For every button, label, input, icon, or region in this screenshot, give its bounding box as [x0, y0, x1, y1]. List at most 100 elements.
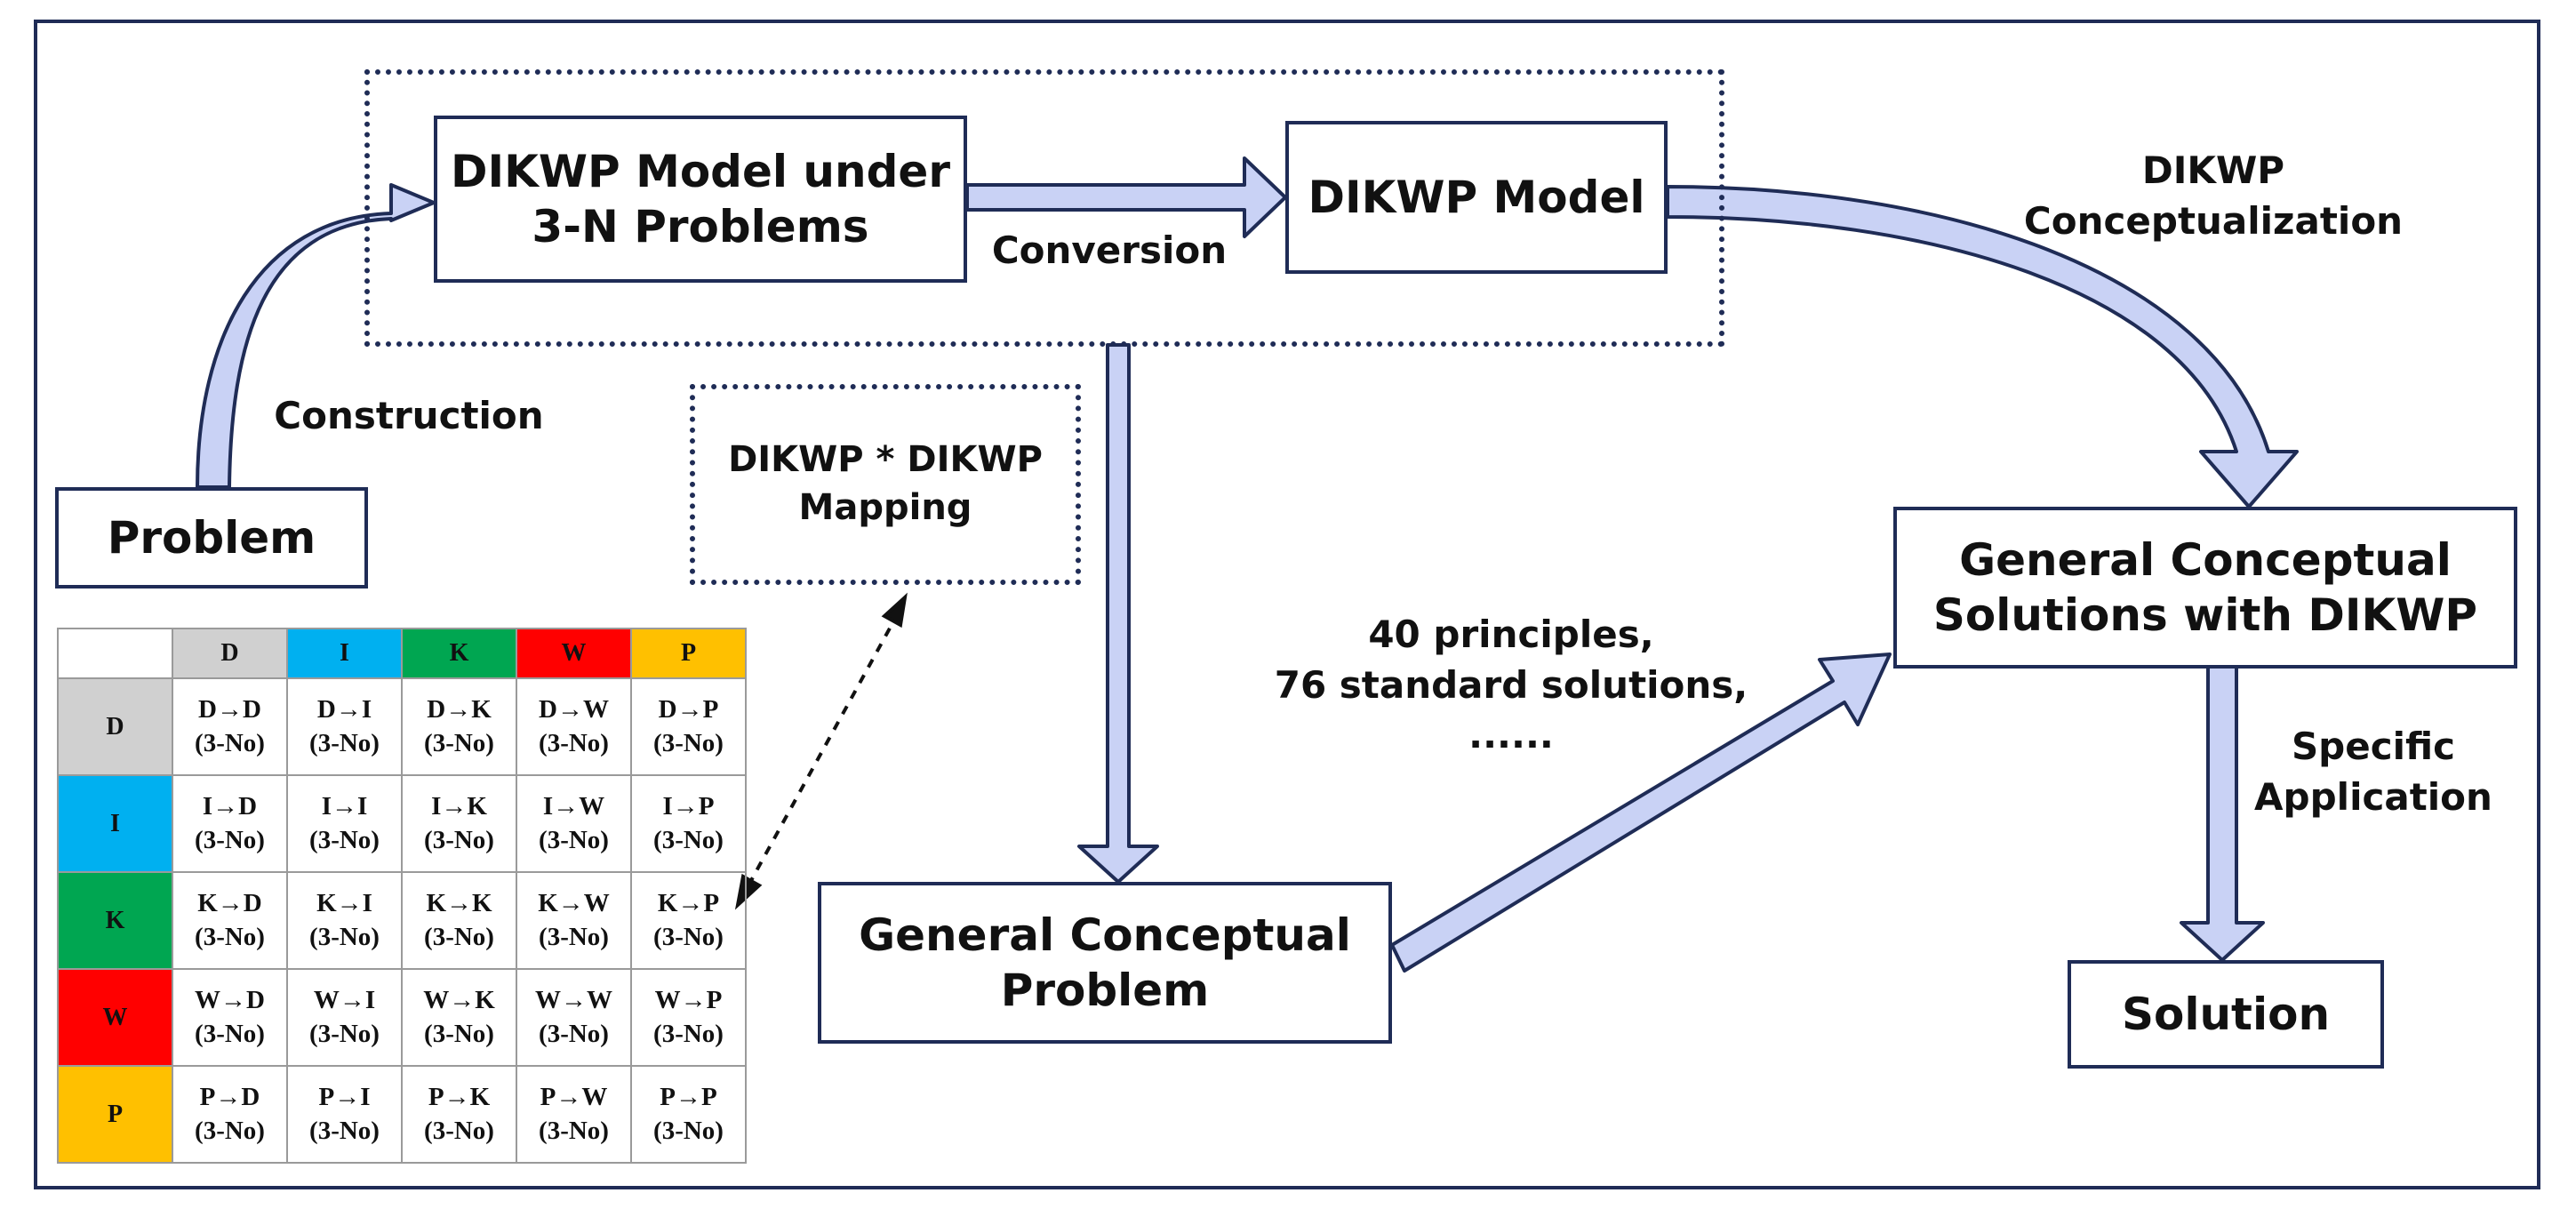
conceptualization-label: DIKWP Conceptualization [2000, 146, 2427, 246]
general-problem-line-1: General Conceptual [859, 909, 1351, 961]
matrix-cell-note: (3-No) [424, 1019, 494, 1048]
dikwp-3n-line-1: DIKWP Model under [451, 145, 950, 197]
construction-arrow [196, 183, 436, 489]
principles-label: 40 principles, 76 standard solutions, ..… [1244, 610, 1778, 761]
specific-application-line-1: Specific [2291, 725, 2456, 768]
matrix-cell: D→K(3-No) [401, 677, 517, 776]
matrix-cell-note: (3-No) [653, 825, 724, 854]
outer-frame [34, 20, 2540, 1189]
matrix-cell: I→P (3-No) [630, 774, 747, 873]
matrix-cell: W→D (3-No) [172, 968, 288, 1067]
matrix-col-header-K: K [401, 628, 517, 679]
matrix-cell-mapping: K→D [197, 889, 262, 918]
problem-box: Problem [55, 487, 368, 588]
principles-line-1: 40 principles, [1368, 613, 1654, 656]
diagonal-arrow-to-solutions [1390, 653, 1892, 973]
matrix-cell: K→P(3-No) [630, 871, 747, 970]
matrix-cell-note: (3-No) [309, 728, 380, 757]
mapping-label-line-1: DIKWP * DIKWP [728, 439, 1043, 480]
dikwp-3n-box: DIKWP Model under 3-N Problems [434, 116, 967, 283]
matrix-cell: P→K(3-No) [401, 1065, 517, 1164]
matrix-cell-note: (3-No) [539, 922, 609, 951]
matrix-cell-mapping: D→I [316, 695, 372, 725]
matrix-cell-mapping: P→W [540, 1083, 608, 1112]
matrix-cell-note: (3-No) [195, 825, 265, 854]
matrix-cell-mapping: K→K [426, 889, 492, 918]
matrix-cell-mapping: W→K [423, 986, 495, 1015]
matrix-cell-note: (3-No) [424, 728, 494, 757]
general-problem-box: General Conceptual Problem [818, 882, 1392, 1044]
matrix-cell-mapping: K→I [316, 889, 372, 918]
matrix-row-header-I: I [57, 774, 173, 873]
matrix-col-header-I: I [286, 628, 403, 679]
dikwp-3n-line-2: 3-N Problems [532, 201, 869, 252]
matrix-cell-note: (3-No) [309, 1019, 380, 1048]
matrix-cell: W→K (3-No) [401, 968, 517, 1067]
matrix-cell-mapping: W→I [313, 986, 376, 1015]
matrix-cell: I→D(3-No) [172, 774, 288, 873]
mapping-label-line-2: Mapping [798, 487, 972, 528]
matrix-cell-mapping: I→I [321, 792, 368, 821]
matrix-cell: K→K (3-No) [401, 871, 517, 970]
matrix-cell-mapping: P→I [318, 1083, 371, 1112]
matrix-cell-note: (3-No) [309, 825, 380, 854]
matrix-cell-note: (3-No) [539, 728, 609, 757]
matrix-cell-mapping: I→W [542, 792, 605, 821]
specific-application-line-2: Application [2254, 774, 2492, 819]
matrix-cell: I→W (3-No) [516, 774, 632, 873]
matrix-cell-note: (3-No) [309, 922, 380, 951]
matrix-cell-note: (3-No) [195, 1116, 265, 1145]
matrix-row-header-D: D [57, 677, 173, 776]
matrix-cell-note: (3-No) [539, 825, 609, 854]
matrix-cell-note: (3-No) [195, 1019, 265, 1048]
matrix-cell-note: (3-No) [539, 1019, 609, 1048]
conversion-arrow [965, 156, 1287, 238]
matrix-cell-mapping: I→P [662, 792, 715, 821]
matrix-cell-mapping: P→K [428, 1083, 491, 1112]
dikwp-group-dotted-box [364, 69, 1724, 347]
mapping-label: DIKWP * DIKWP Mapping [690, 436, 1081, 532]
matrix-cell-mapping: K→P [657, 889, 720, 918]
dikwp-model-label: DIKWP Model [1308, 171, 1645, 223]
matrix-cell-mapping: W→D [195, 986, 265, 1015]
down-arrow-to-problem [1077, 343, 1159, 884]
specific-application-label: Specific Application [2240, 722, 2507, 822]
matrix-cell-note: (3-No) [539, 1116, 609, 1145]
matrix-cell: K→D (3-No) [172, 871, 288, 970]
matrix-cell-note: (3-No) [424, 922, 494, 951]
general-solutions-box: General Conceptual Solutions with DIKWP [1893, 507, 2517, 669]
matrix-cell: D→W(3-No) [516, 677, 632, 776]
solution-box: Solution [2068, 960, 2384, 1069]
matrix-cell-note: (3-No) [653, 1116, 724, 1145]
matrix-cell: W→I (3-No) [286, 968, 403, 1067]
matrix-cell-mapping: W→P [654, 986, 723, 1015]
matrix-cell-note: (3-No) [653, 1019, 724, 1048]
conceptualization-line-1: DIKWP [2141, 148, 2285, 192]
matrix-col-header-W: W [516, 628, 632, 679]
conversion-label: Conversion [991, 228, 1228, 272]
matrix-cell: W→W(3-No) [516, 968, 632, 1067]
matrix-cell-mapping: P→P [660, 1083, 717, 1112]
matrix-cell: W→P (3-No) [630, 968, 747, 1067]
dikwp-model-box: DIKWP Model [1285, 121, 1668, 274]
matrix-cell: I→K(3-No) [401, 774, 517, 873]
general-solutions-line-2: Solutions with DIKWP [1932, 589, 2478, 641]
matrix-cell-mapping: P→D [199, 1083, 260, 1112]
matrix-cell: K→W (3-No) [516, 871, 632, 970]
matrix-row-header-P: P [57, 1065, 173, 1164]
matrix-cell-mapping: K→W [538, 889, 610, 918]
specific-application-arrow [2180, 665, 2265, 962]
matrix-cell-note: (3-No) [195, 922, 265, 951]
principles-line-2: 76 standard solutions, [1274, 662, 1748, 707]
matrix-cell-note: (3-No) [653, 728, 724, 757]
conceptualization-line-2: Conceptualization [2023, 198, 2404, 243]
matrix-cell: P→D (3-No) [172, 1065, 288, 1164]
matrix-cell-mapping: I→K [431, 792, 487, 821]
